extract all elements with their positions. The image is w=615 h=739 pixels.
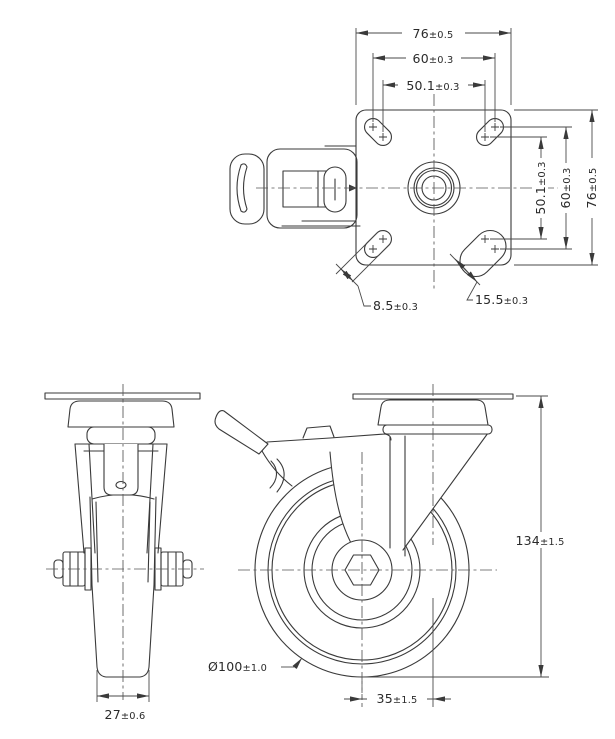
dimension-overall-height: 134±1.5 — [362, 395, 570, 678]
hinge-extensions — [317, 170, 327, 208]
dim-wheel-diameter-text: Ø100±1.0 — [208, 659, 267, 674]
dimension-swivel-offset: 35±1.5 — [344, 598, 451, 707]
swivel-head-front — [67, 400, 175, 428]
brake-hook — [269, 458, 285, 493]
hole-centre-marks — [369, 123, 499, 253]
top-plan-view: 76±0.5 60±0.3 50.1±0.3 50.1±0.3 60±0.3 — [229, 26, 599, 313]
side-elevation-view: Ø100±1.0 134±1.5 35±1.5 — [208, 384, 570, 707]
dimension-slot-width-small: 8.5±0.3 — [335, 263, 418, 313]
dim-wheel-tread-width-text: 27±0.6 — [105, 707, 146, 722]
dimension-plate-width-top: 76±0.5 — [355, 26, 512, 105]
dimension-bolt-outer-right: 60±0.3 — [500, 126, 573, 250]
dim-swivel-offset-text: 35±1.5 — [377, 691, 418, 706]
bolt-slot-top-left — [364, 118, 392, 146]
fork-body-mask — [330, 427, 488, 564]
dimension-bolt-inner-right: 50.1±0.3 — [490, 136, 548, 240]
dim-overall-height-text: 134±1.5 — [515, 533, 564, 548]
fork-front-curve — [261, 450, 293, 487]
pedal-loop — [229, 153, 265, 225]
pedal-loop-slot — [236, 163, 248, 213]
dim-plate-width-right-text: 76±0.5 — [584, 168, 599, 209]
dim-bolt-outer-top-text: 60±0.3 — [413, 51, 454, 66]
top-plate-front — [44, 392, 201, 400]
dimension-wheel-tread-width: 27±0.6 — [96, 670, 150, 722]
dim-plate-width-top-text: 76±0.5 — [413, 26, 454, 41]
pedal-slot — [323, 166, 347, 213]
dimension-bolt-outer-top: 60±0.3 — [372, 51, 496, 122]
dim-bolt-inner-right-text: 50.1±0.3 — [533, 161, 548, 214]
dim-slot-width-large-text: 15.5±0.3 — [475, 292, 528, 307]
fork-leg-side — [389, 435, 406, 557]
slot-edge-extensions — [335, 231, 391, 283]
dim-bolt-inner-top-text: 50.1±0.3 — [406, 78, 459, 93]
front-elevation-view: 27±0.6 — [44, 384, 204, 722]
dim-slot-width-small-text: 8.5±0.3 — [373, 298, 418, 313]
brake-housing — [266, 148, 358, 229]
fork-brace — [402, 432, 489, 551]
brake-pedal-assembly — [229, 145, 361, 229]
hinge-block — [282, 170, 319, 208]
housing-flange-lines — [281, 145, 361, 227]
dim-bolt-outer-right-text: 60±0.3 — [558, 168, 573, 209]
dimension-slot-width-large: 15.5±0.3 — [449, 253, 528, 307]
bolt-slot-bottom-right — [459, 229, 507, 278]
brake-bracket-front — [103, 444, 139, 496]
dimension-wheel-diameter: Ø100±1.0 — [208, 657, 303, 674]
dimension-plate-width-right: 76±0.5 — [514, 109, 599, 266]
swivel-race-side — [382, 424, 493, 435]
fork-top-edge — [261, 433, 392, 452]
fork-legs-front — [74, 443, 168, 554]
dimension-bolt-inner-top: 50.1±0.3 — [382, 78, 486, 132]
swivel-race-front — [86, 426, 156, 445]
bolt-slot-top-right — [476, 118, 504, 146]
brake-lever — [214, 410, 269, 455]
brake-cam-tab — [302, 425, 335, 439]
bracket-hole — [115, 480, 127, 490]
mounting-plate — [355, 109, 512, 266]
